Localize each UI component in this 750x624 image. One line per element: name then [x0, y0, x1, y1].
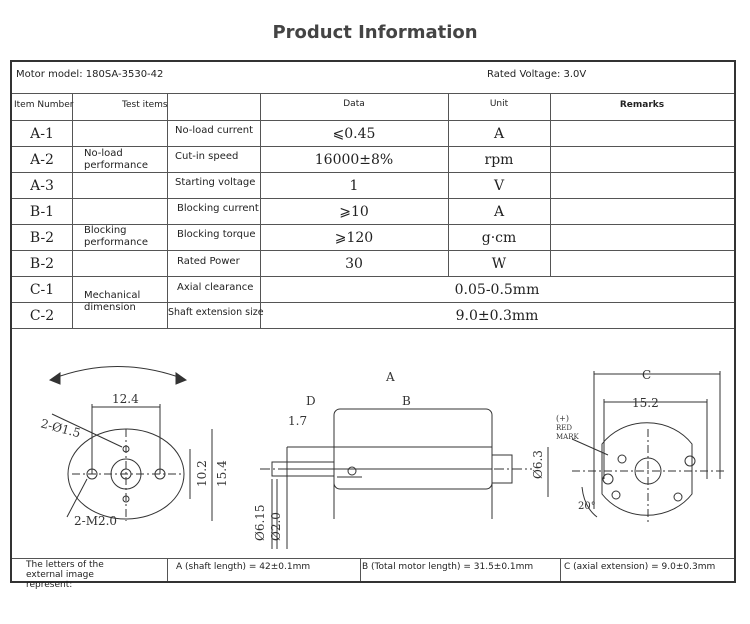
rated-voltage: Rated Voltage: 3.0V [487, 69, 587, 80]
row-id: A-2 [30, 152, 54, 168]
row-data: 0.05-0.5mm [454, 282, 540, 298]
row-id: C-1 [29, 282, 55, 298]
col-test-items: Test items [122, 100, 168, 110]
dim-label: Ø2.0 [269, 512, 283, 541]
dim-label: A [385, 370, 395, 384]
row-data: ⩽0.45 [332, 126, 376, 142]
dim-label: 12.4 [112, 392, 139, 406]
footer-a: A (shaft length) = 42±0.1mm [176, 562, 311, 572]
col-remarks: Remarks [619, 100, 665, 110]
col-item-number: Item Number [14, 100, 74, 110]
dim-label: D [306, 394, 316, 408]
motor-drawing: 12.4 2-Ø1.5 10.2 15.4 2-M2.0 A D B 1.7 Ø… [39, 366, 727, 549]
page-title: Product Information [272, 22, 478, 43]
group-blocking: Blocking performance [84, 225, 149, 248]
side-view [260, 408, 549, 549]
row-data: 1 [349, 178, 359, 194]
row-data: ⩾10 [339, 204, 369, 220]
row-id: B-2 [29, 230, 55, 246]
row-item: Starting voltage [175, 177, 256, 188]
row-unit: W [491, 256, 507, 272]
dim-label: RED [556, 424, 572, 432]
row-item: Shaft extension size [168, 307, 264, 318]
row-item: Blocking torque [177, 229, 256, 240]
col-data: Data [343, 99, 365, 109]
footer-c: C (axial extension) = 9.0±0.3mm [564, 562, 716, 572]
row-item: Rated Power [177, 256, 240, 267]
dim-label: 10.2 [195, 460, 209, 487]
dim-label: 1.7 [288, 414, 307, 428]
row-unit: rpm [484, 152, 514, 168]
spec-sheet: Motor model: 180SA-3530-42 Rated Voltage… [10, 60, 736, 590]
row-unit: g·cm [481, 230, 517, 246]
end-view [571, 371, 727, 524]
group-noload: No-load performance [84, 148, 149, 171]
row-item: Blocking current [177, 203, 259, 214]
dim-label: MARK [556, 433, 579, 441]
dim-label: 20° [578, 501, 596, 512]
row-data: 16000±8% [314, 152, 394, 168]
dim-label: 2-Ø1.5 [39, 416, 82, 440]
row-item: Cut-in speed [175, 151, 239, 162]
row-id: C-2 [29, 308, 55, 324]
dim-label: 15.4 [215, 460, 229, 487]
row-id: B-1 [29, 204, 55, 220]
dim-label: Ø6.15 [253, 504, 267, 541]
dim-label: 15.2 [632, 396, 659, 410]
row-item: No-load current [175, 125, 254, 136]
motor-model: Motor model: 180SA-3530-42 [16, 69, 164, 80]
row-id: B-2 [29, 256, 55, 272]
row-id: A-1 [30, 126, 54, 142]
row-item: Axial clearance [177, 282, 254, 293]
footer-legend: The letters of the external image repres… [26, 560, 104, 590]
col-unit: Unit [489, 99, 509, 109]
dim-label: B [402, 394, 411, 408]
row-unit: A [493, 204, 505, 220]
row-unit: V [493, 178, 505, 194]
footer-b: B (Total motor length) = 31.5±0.1mm [362, 562, 534, 572]
dim-label: 2-M2.0 [74, 514, 117, 528]
row-data: 30 [345, 256, 363, 272]
row-data: ⩾120 [334, 230, 374, 246]
dim-label: (+) [556, 414, 569, 423]
row-data: 9.0±0.3mm [455, 308, 539, 324]
dim-label: C [642, 368, 651, 382]
row-id: A-3 [30, 178, 54, 194]
group-mechanical: Mechanical dimension [84, 290, 141, 313]
row-unit: A [493, 126, 505, 142]
front-view [48, 366, 213, 521]
dim-label: Ø6.3 [531, 450, 545, 479]
